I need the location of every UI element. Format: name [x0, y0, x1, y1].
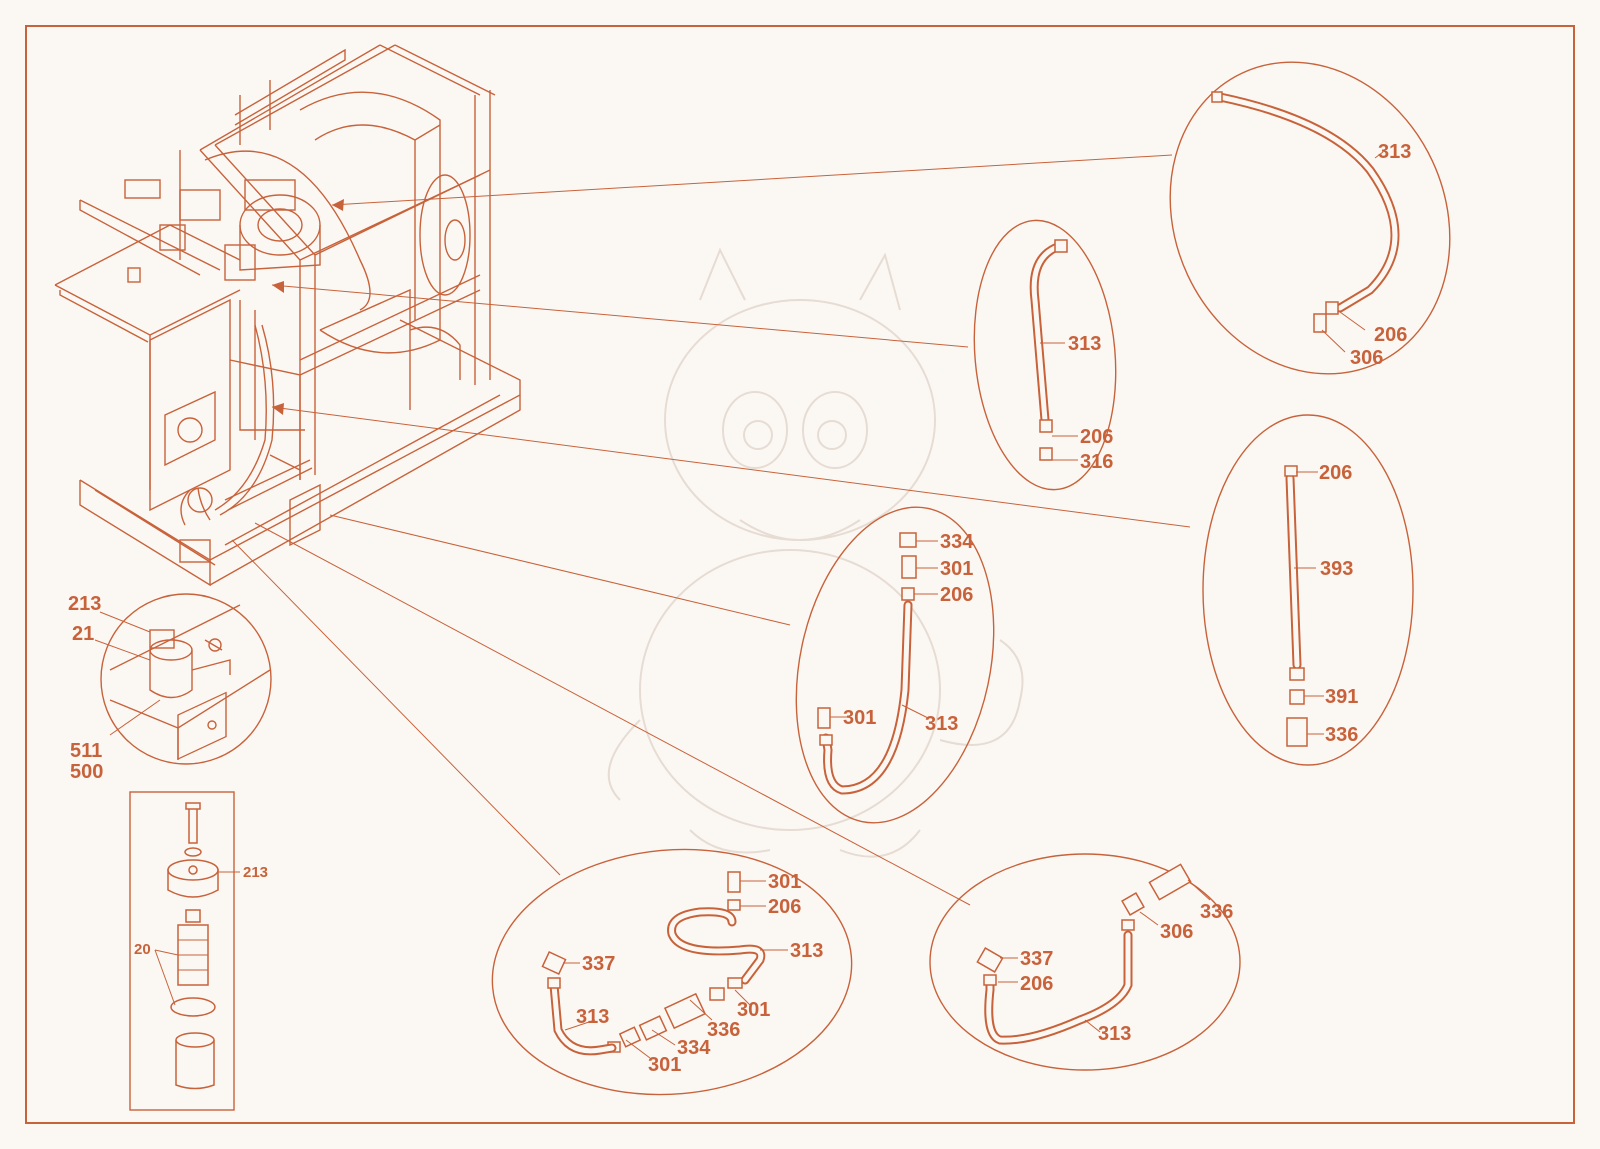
callout-313-d: 313 [925, 713, 958, 735]
callout-500-g: 500 [70, 761, 103, 783]
detail-f-hose-assembly: 336 306 337 206 313 [929, 853, 1241, 1071]
callout-334-e: 334 [677, 1037, 711, 1059]
callout-313-a: 313 [1378, 141, 1411, 163]
watermark-dragon [607, 247, 1024, 858]
callout-511-g: 511 [70, 740, 102, 762]
callout-206-d: 206 [940, 584, 973, 606]
callout-206-b: 206 [1080, 426, 1113, 448]
callout-301-d1: 301 [940, 558, 973, 580]
callout-301-d2: 301 [843, 707, 876, 729]
detail-b-hose-313: 313 206 316 [973, 219, 1117, 491]
callout-391-c: 391 [1325, 686, 1358, 708]
callout-336-c: 336 [1325, 724, 1358, 746]
callout-206-e: 206 [768, 896, 801, 918]
callout-393-c: 393 [1320, 558, 1353, 580]
callout-337-e: 337 [582, 953, 615, 975]
callout-337-f: 337 [1020, 948, 1053, 970]
detail-d-hose-313: 334 301 206 301 313 [795, 506, 995, 824]
callout-313-f: 313 [1098, 1023, 1131, 1045]
callout-336-e: 336 [707, 1019, 740, 1041]
callout-213-g: 213 [68, 593, 101, 615]
callout-301-e3: 301 [648, 1054, 681, 1076]
callout-213-h: 213 [243, 864, 268, 881]
detail-e-hose-assembly: 301 206 313 337 313 301 336 334 301 [491, 848, 853, 1096]
frame-border [25, 25, 1575, 1124]
callout-313-e2: 313 [576, 1006, 609, 1028]
callout-306-a: 306 [1350, 347, 1383, 369]
callout-206-c: 206 [1319, 462, 1352, 484]
leader-lines [231, 154, 1191, 906]
detail-c-hose-393: 206 393 391 336 [1202, 414, 1414, 766]
detail-a-hose-313: 313 206 306 [1169, 61, 1451, 375]
callout-313-b: 313 [1068, 333, 1101, 355]
callout-206-f: 206 [1020, 973, 1053, 995]
callout-301-e2: 301 [737, 999, 770, 1021]
callout-313-e1: 313 [790, 940, 823, 962]
callout-206-a: 206 [1374, 324, 1407, 346]
callout-20-h: 20 [134, 941, 151, 958]
callout-334-d: 334 [940, 531, 974, 553]
callout-306-f: 306 [1160, 921, 1193, 943]
callout-316-b: 316 [1080, 451, 1113, 473]
detail-g-filter-mount: 213 21 511 500 [68, 593, 272, 783]
machine-assembly [54, 44, 521, 587]
callout-301-e1: 301 [768, 871, 801, 893]
callout-21-g: 21 [72, 623, 94, 645]
detail-h-filter-exploded: 213 20 [129, 791, 268, 1111]
callout-336-f: 336 [1200, 901, 1233, 923]
